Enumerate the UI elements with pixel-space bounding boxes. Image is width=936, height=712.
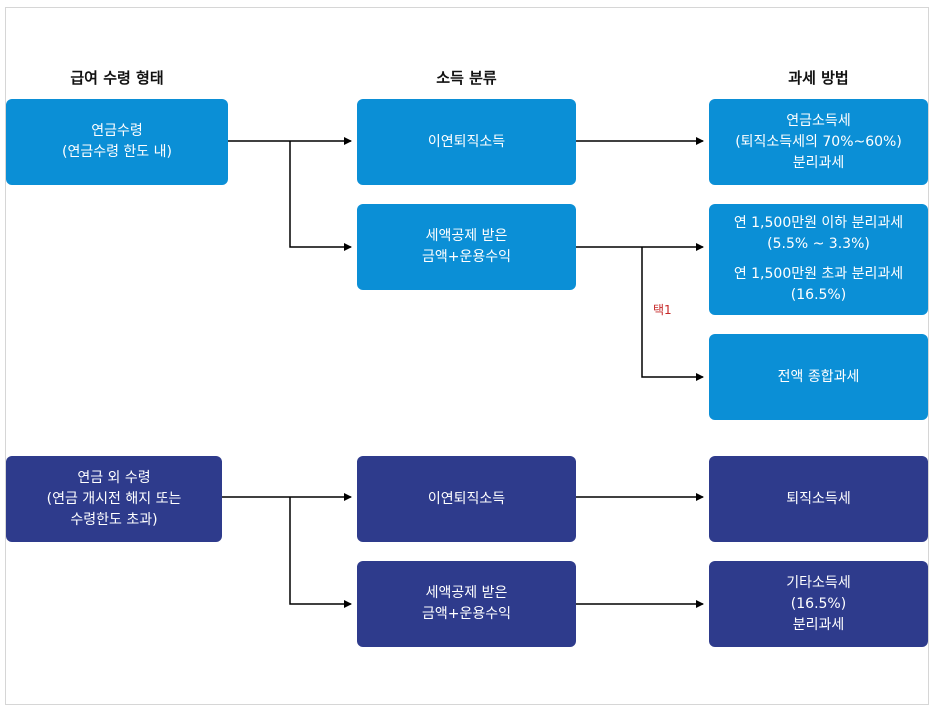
- pension-deferred-income-label: 이연퇴직소득: [427, 133, 506, 150]
- pension-tax-line3: 분리과세: [792, 154, 845, 171]
- sep-over-line1: 연 1,500만원 초과 분리과세: [733, 266, 904, 282]
- box-other-income-tax: 기타소득세 (16.5%) 분리과세: [709, 561, 928, 647]
- pension-tax-line2: (퇴직소득세의 70%~60%): [735, 133, 902, 150]
- diagram-frame: [5, 7, 929, 705]
- header-tax-method: 과세 방법: [788, 69, 849, 87]
- box-pension-deducted-income: 세액공제 받은 금액+운용수익: [357, 204, 576, 290]
- box-nonpension-receipt: 연금 외 수령 (연금 개시전 해지 또는 수령한도 초과): [6, 456, 222, 542]
- arrow-deducted-to-comprehensive: [641, 247, 704, 381]
- pension-receipt-line1: 연금수령: [91, 123, 143, 139]
- nonpension-receipt-line2: (연금 개시전 해지 또는: [46, 490, 182, 507]
- pension-deducted-line1: 세액공제 받은: [425, 228, 508, 244]
- box-pension-deferred-income: 이연퇴직소득: [357, 99, 576, 185]
- nonpension-receipt-line1: 연금 외 수령: [77, 469, 151, 486]
- box-nonpension-deducted-income: 세액공제 받은 금액+운용수익: [357, 561, 576, 647]
- retirement-tax-label: 퇴직소득세: [786, 490, 851, 507]
- box-pension-receipt: 연금수령 (연금수령 한도 내): [6, 99, 228, 185]
- sep-under-line2: (5.5% ~ 3.3%): [767, 236, 870, 252]
- comprehensive-label: 전액 종합과세: [777, 368, 860, 385]
- pension-receipt-line2: (연금수령 한도 내): [62, 144, 172, 160]
- nonpension-receipt-line3: 수령한도 초과): [70, 511, 158, 528]
- arrow-nonpension-to-deducted: [289, 497, 352, 608]
- header-receipt-form: 급여 수령 형태: [70, 69, 164, 87]
- choose-one-label: 택1: [653, 303, 672, 317]
- header-income-class: 소득 분류: [436, 69, 497, 87]
- box-pension-income-tax: 연금소득세 (퇴직소득세의 70%~60%) 분리과세: [709, 99, 928, 185]
- box-separate-taxation: 연 1,500만원 이하 분리과세 (5.5% ~ 3.3%) 연 1,500만…: [709, 204, 928, 315]
- sep-over-line2: (16.5%): [790, 287, 847, 303]
- sep-under-line1: 연 1,500만원 이하 분리과세: [733, 215, 904, 231]
- nonpension-deducted-line2: 금액+운용수익: [421, 606, 511, 622]
- pension-deducted-line2: 금액+운용수익: [421, 249, 511, 265]
- box-comprehensive-taxation: 전액 종합과세: [709, 334, 928, 420]
- other-tax-line2: (16.5%): [790, 595, 847, 612]
- nonpension-deducted-line1: 세액공제 받은: [425, 585, 508, 601]
- box-nonpension-deferred-income: 이연퇴직소득: [357, 456, 576, 542]
- nonpension-deferred-income-label: 이연퇴직소득: [427, 490, 506, 507]
- other-tax-line1: 기타소득세: [786, 574, 851, 591]
- box-retirement-income-tax: 퇴직소득세: [709, 456, 928, 542]
- other-tax-line3: 분리과세: [792, 616, 845, 633]
- pension-tax-line1: 연금소득세: [786, 112, 851, 129]
- arrow-pension-to-deducted: [289, 141, 352, 251]
